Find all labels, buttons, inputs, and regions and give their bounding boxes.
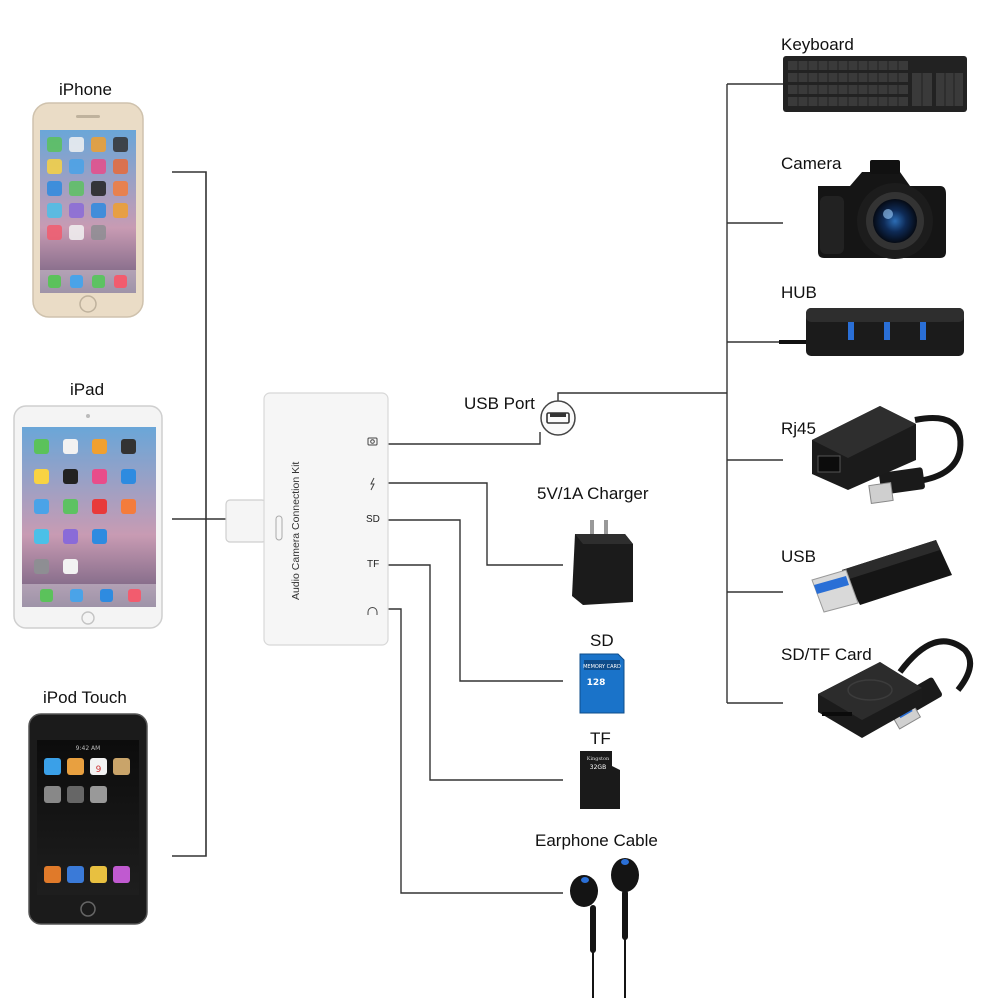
device-label-ipad: iPad [70, 380, 105, 399]
ipad-image [13, 405, 163, 629]
usb-port-label: USB Port [464, 394, 535, 413]
ipod-calendar-day: 9 [96, 765, 102, 775]
tf-card-brand: Kingston [587, 756, 610, 762]
peripheral-label-hub: HUB [781, 283, 817, 302]
usb-tree-lines [557, 83, 783, 704]
kit-output-lines [388, 432, 563, 894]
sd-card-image: MEMORY CARD 128 [579, 653, 625, 714]
rj45-image [812, 406, 964, 505]
peripheral-label-camera: Camera [781, 154, 842, 173]
device-label-iphone: iPhone [59, 80, 112, 99]
usb-stick-image [811, 540, 952, 613]
peripheral-label-keyboard: Keyboard [781, 35, 854, 54]
sd-card-capacity: 128 [587, 678, 606, 688]
tf-card-capacity: 32GB [590, 764, 606, 771]
kit-port-label-sd: SD [366, 514, 380, 525]
tf-label: TF [590, 729, 611, 748]
ipod-image: 9:42 AM 9 [28, 713, 148, 925]
kit-port-label-tf: TF [367, 559, 380, 570]
left-connector-lines [172, 171, 236, 857]
earphone-label: Earphone Cable [535, 831, 658, 850]
peripheral-label-rj45: Rj45 [781, 419, 816, 438]
device-label-ipod: iPod Touch [43, 688, 127, 707]
sd-label: SD [590, 631, 614, 650]
hub-image [779, 308, 964, 356]
charger-image [572, 520, 633, 605]
card-reader-image [818, 638, 974, 738]
usb-port-icon [540, 400, 576, 436]
peripheral-label-usb: USB [781, 547, 816, 566]
camera-image [818, 160, 946, 259]
keyboard-image [783, 56, 967, 112]
charger-label: 5V/1A Charger [537, 484, 649, 503]
adapter-kit-image [225, 392, 389, 646]
peripheral-label-sd-tf-card: SD/TF Card [781, 645, 872, 664]
tf-card-image: Kingston 32GB [580, 751, 620, 809]
ipod-clock: 9:42 AM [76, 745, 101, 752]
earphone-image [570, 858, 639, 998]
iphone-image [32, 102, 144, 318]
kit-title: Audio Camera Connection Kit [290, 461, 302, 600]
sd-card-brand: MEMORY CARD [583, 664, 621, 670]
